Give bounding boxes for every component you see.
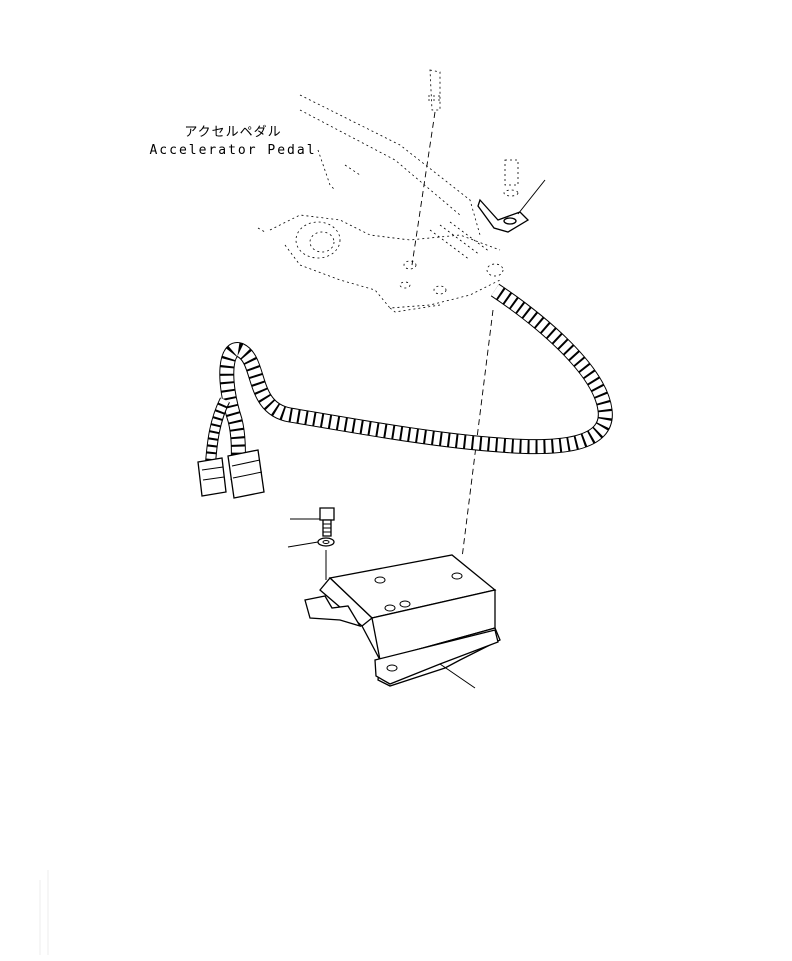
wiring-harness: [204, 283, 613, 481]
accelerator-pedal-phantom: [257, 69, 519, 313]
part-name-en: Accelerator Pedal: [149, 143, 317, 158]
wire-clip-part: [477, 179, 546, 233]
assembly-lines: [325, 111, 494, 580]
accelerator-pedal-label: アクセルペダル Accelerator Pedal: [148, 124, 318, 160]
harness-connectors: [197, 449, 265, 499]
part-name-jp: アクセルペダル: [184, 125, 282, 140]
washer-part: [287, 537, 335, 548]
bolt-part: [290, 507, 335, 537]
pedal-bracket-part: [304, 554, 501, 689]
scan-artifacts: [39, 870, 49, 955]
